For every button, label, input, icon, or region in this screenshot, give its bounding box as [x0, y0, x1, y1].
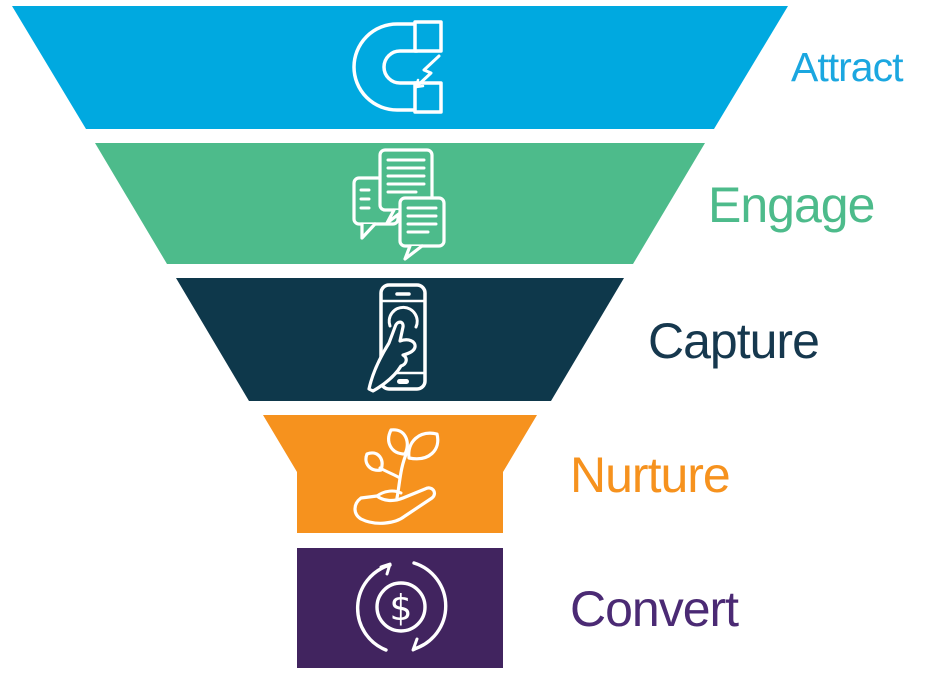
plant-in-hand-icon [345, 416, 455, 526]
chat-bubbles-icon [350, 148, 450, 263]
phone-tap-icon [357, 283, 445, 395]
stage-label-engage: Engage [708, 177, 875, 233]
stage-label-capture: Capture [648, 313, 820, 369]
dollar-cycle-icon: $ [352, 550, 450, 662]
stage-label-attract: Attract [791, 44, 903, 90]
stage-label-convert: Convert [570, 581, 739, 637]
svg-text:$: $ [390, 588, 413, 629]
stage-label-nurture: Nurture [570, 447, 731, 503]
magnet-icon [345, 20, 455, 115]
